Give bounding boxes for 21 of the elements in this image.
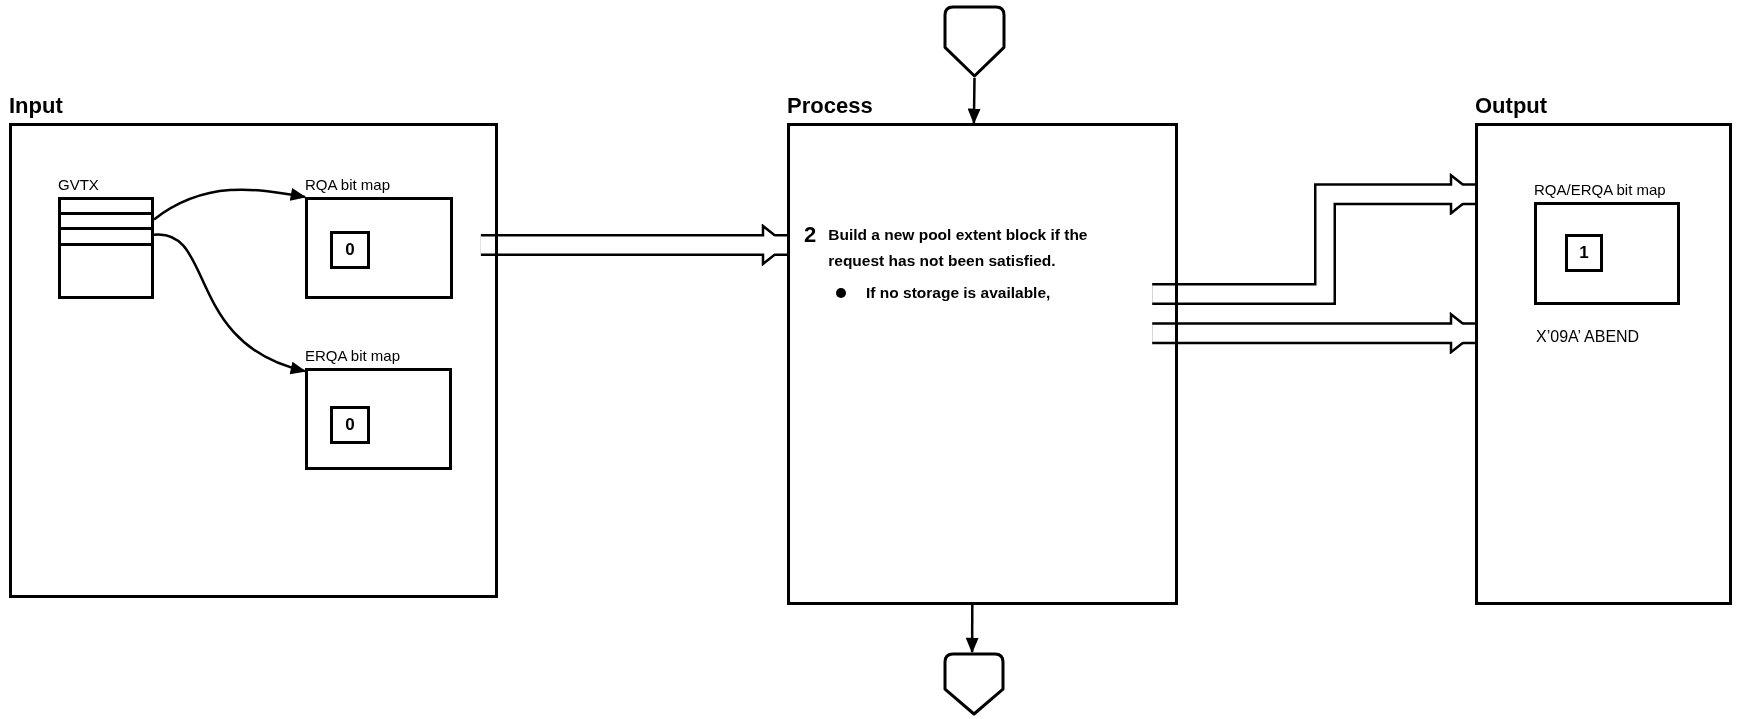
abend-code: X’09A’ ABEND: [1536, 327, 1641, 347]
bit-flag: 0: [330, 231, 370, 269]
bit-map-label: ERQA bit map: [305, 346, 401, 366]
bit-map-label: RQA/ERQA bit map: [1534, 180, 1666, 200]
panel-heading: Process: [787, 92, 873, 120]
panel-heading: Input: [9, 92, 63, 120]
bit-flag: 1: [1565, 234, 1603, 272]
step-description: Build a new pool extent block if the request has not been satisfied.: [828, 225, 1089, 271]
hollow-arrow: [1152, 174, 1477, 306]
hollow-arrow: [1152, 312, 1477, 354]
arrow: [153, 233, 307, 374]
arrow: [965, 605, 979, 654]
bit-flag: 0: [330, 406, 370, 444]
panel-heading: Output: [1475, 92, 1548, 120]
hollow-arrow: [480, 224, 789, 266]
bit-map-label: RQA bit map: [305, 175, 391, 195]
step-number: 2: [804, 222, 817, 248]
arrow: [153, 188, 307, 221]
table-label: GVTX: [58, 175, 99, 195]
bullet-text: If no storage is available,: [866, 283, 1051, 303]
arrow: [967, 78, 981, 125]
